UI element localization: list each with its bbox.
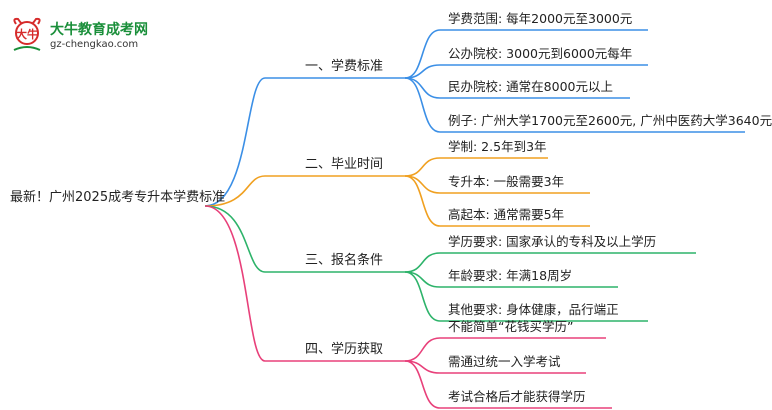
leaf-node-4-3: 考试合格后才能获得学历 bbox=[448, 389, 586, 404]
leaf-node-2-1: 学制: 2.5年到3年 bbox=[448, 139, 547, 154]
edge-branch-4-to-leaf-3 bbox=[404, 360, 612, 409]
leaf-node-1-4: 例子: 广州大学1700元至2600元, 广州中医药大学3640元 bbox=[448, 113, 772, 128]
leaf-node-1-1: 学费范围: 每年2000元至3000元 bbox=[448, 11, 633, 26]
leaf-node-3-3: 其他要求: 身体健康，品行端正 bbox=[448, 302, 619, 317]
edge-root-to-branch-1 bbox=[204, 77, 405, 207]
branch-node-1: 一、学费标准 bbox=[305, 59, 384, 74]
edge-branch-1-to-leaf-4 bbox=[404, 77, 745, 133]
edge-branch-4-to-leaf-1 bbox=[404, 337, 606, 362]
edge-branch-3-to-leaf-3 bbox=[404, 271, 648, 322]
leaf-node-4-2: 需通过统一入学考试 bbox=[448, 354, 561, 369]
edge-branch-1-to-leaf-1 bbox=[404, 29, 648, 79]
edge-branch-2-to-leaf-1 bbox=[404, 157, 548, 177]
mindmap-canvas: 大牛 大牛教育成考网 gz-chengkao.com 最新！广州2025成考专升… bbox=[8, 11, 772, 409]
leaf-node-2-2: 专升本: 一般需要3年 bbox=[448, 174, 565, 189]
leaf-node-4-1: 不能简单“花钱买学历” bbox=[448, 319, 574, 334]
edge-branch-3-to-leaf-1 bbox=[404, 252, 696, 273]
logo-url: gz-chengkao.com bbox=[50, 39, 139, 50]
branch-node-3: 三、报名条件 bbox=[305, 253, 384, 268]
mindmap-root: 最新！广州2025成考专升本学费标准 bbox=[10, 190, 226, 205]
edge-root-to-branch-2 bbox=[204, 175, 405, 207]
svg-text:大牛: 大牛 bbox=[16, 27, 38, 41]
edge-branch-2-to-leaf-3 bbox=[404, 175, 590, 227]
site-logo[interactable]: 大牛 大牛教育成考网 gz-chengkao.com bbox=[8, 16, 178, 56]
branch-node-4: 四、学历获取 bbox=[305, 342, 384, 357]
branch-node-2: 二、毕业时间 bbox=[305, 157, 384, 172]
edge-branch-1-to-leaf-2 bbox=[404, 64, 648, 79]
leaf-node-3-1: 学历要求: 国家承认的专科及以上学历 bbox=[448, 234, 657, 249]
edge-root-to-branch-3 bbox=[204, 205, 405, 273]
mindmap-edges bbox=[204, 29, 745, 409]
edge-branch-4-to-leaf-2 bbox=[404, 360, 586, 374]
logo-title: 大牛教育成考网 bbox=[50, 22, 148, 38]
leaf-node-3-2: 年龄要求: 年满18周岁 bbox=[448, 268, 573, 283]
leaf-node-1-2: 公办院校: 3000元到6000元每年 bbox=[448, 46, 633, 61]
leaf-node-1-3: 民办院校: 通常在8000元以上 bbox=[448, 79, 613, 94]
edge-root-to-branch-4 bbox=[204, 205, 405, 362]
leaf-node-2-3: 高起本: 通常需要5年 bbox=[448, 207, 565, 222]
bull-logo-icon: 大牛 bbox=[13, 17, 41, 51]
